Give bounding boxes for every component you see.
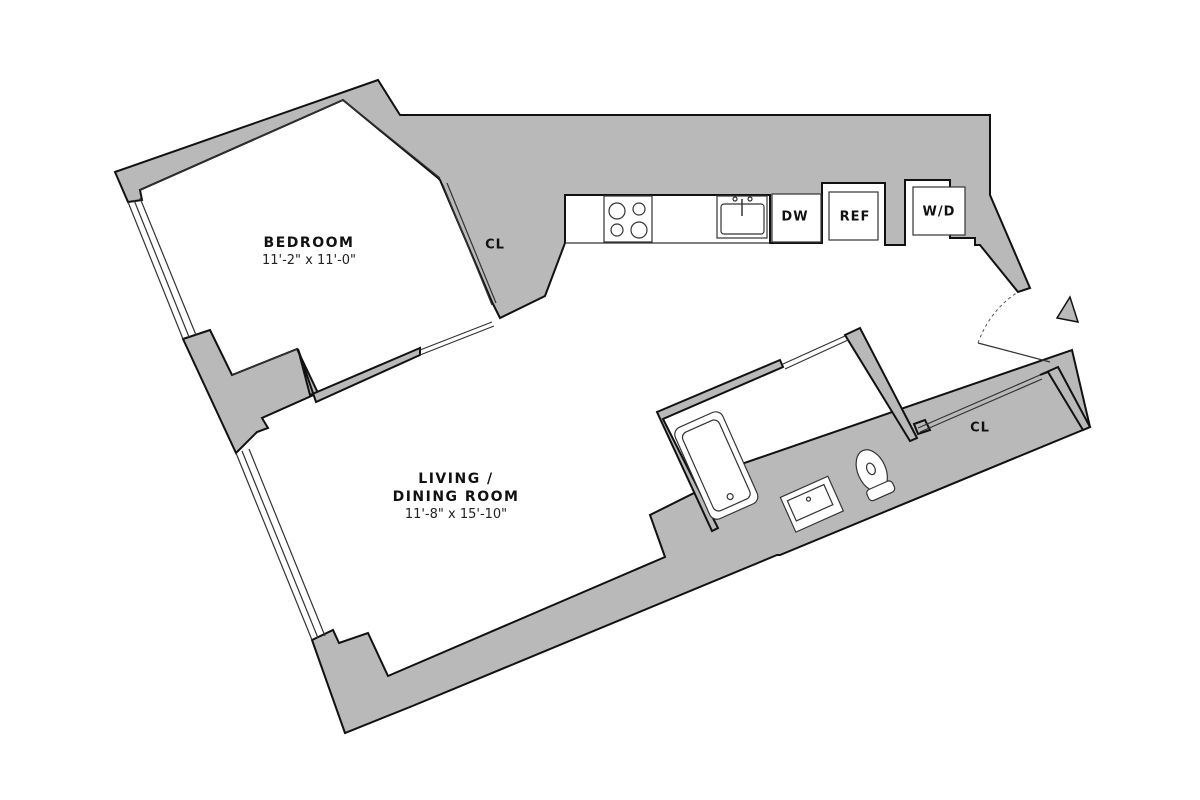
washer-dryer-label: W/D (922, 204, 956, 220)
room-label-living-dining: LIVING / DINING ROOM 11'-8" x 15'-10" (393, 470, 520, 523)
room-dimensions: 11'-2" x 11'-0" (261, 253, 357, 268)
bathroom-fixtures (674, 411, 896, 533)
bath-sink-icon (779, 475, 845, 533)
room-name-line2: DINING ROOM (392, 489, 520, 505)
windows (127, 182, 1043, 641)
room-name-line1: LIVING / (418, 471, 494, 487)
closet-label-bedroom: CL (485, 237, 505, 253)
closet-label-entry: CL (970, 420, 990, 436)
interior-walls (139, 99, 1092, 533)
door-swing-icon (977, 291, 1019, 344)
room-dimensions: 11'-8" x 15'-10" (404, 507, 508, 522)
washer-dryer-icon (912, 186, 966, 236)
stove-icon (603, 195, 653, 243)
toilet-icon (855, 449, 896, 502)
refrigerator-icon (828, 191, 879, 241)
dishwasher-label: DW (781, 209, 809, 225)
kitchen-counter (565, 186, 966, 244)
exterior-walls (113, 78, 1092, 735)
entry-door[interactable] (977, 291, 1051, 363)
room-label-bedroom: BEDROOM 11'-2" x 11'-0" (262, 234, 356, 269)
room-name: BEDROOM (263, 235, 355, 251)
dishwasher-icon (771, 193, 822, 243)
entry-arrow-icon (1055, 295, 1080, 323)
kitchen-sink-icon (716, 195, 768, 239)
bathtub-icon (674, 411, 759, 520)
refrigerator-label: REF (839, 209, 871, 225)
